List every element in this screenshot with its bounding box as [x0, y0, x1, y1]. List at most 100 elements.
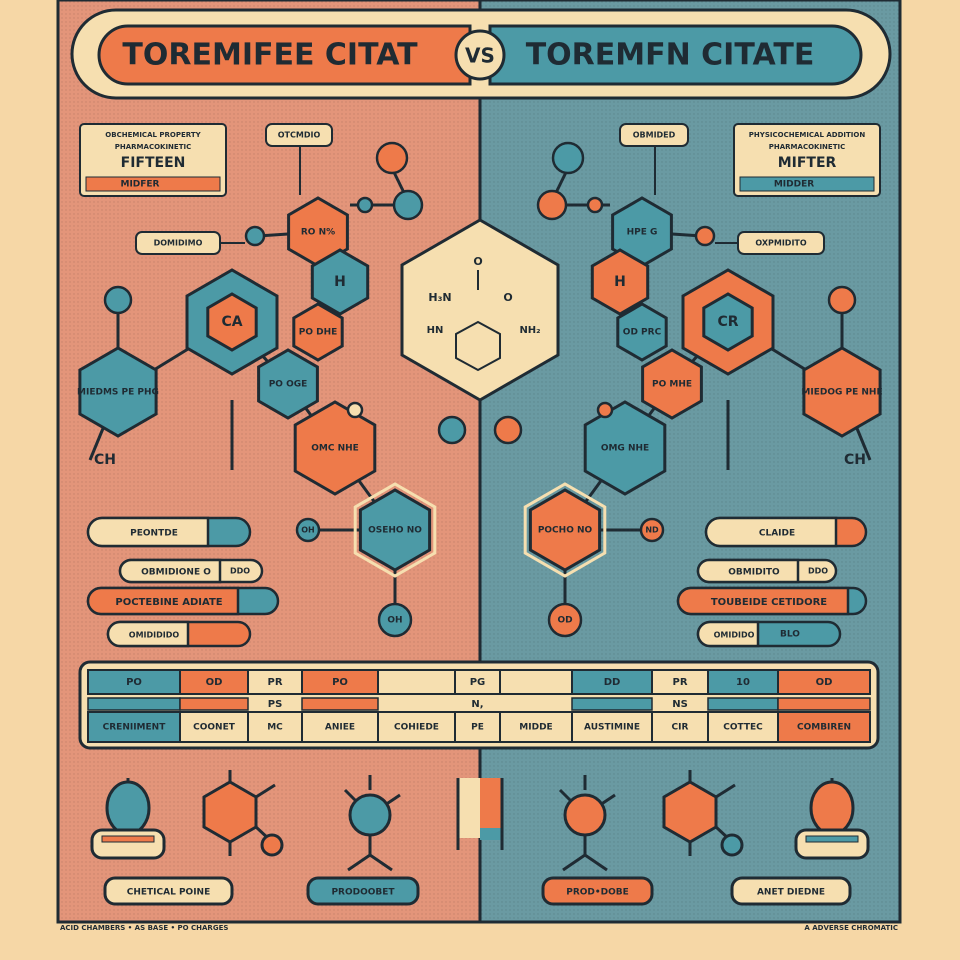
atom-label: OMG NHE — [601, 444, 649, 454]
table-top-cell: OD — [206, 677, 223, 688]
table-cell — [377, 669, 456, 695]
right-pill-2: OBMIDITO — [696, 558, 838, 584]
atom-label: H — [614, 274, 626, 290]
table-bottom-cell: COMBIREN — [797, 723, 851, 733]
bottom-label-text: ANET DIEDNE — [757, 888, 825, 898]
left-pill-2-label: OBMIDIONE O — [141, 568, 211, 578]
bottom-label-text: PRODOOBET — [331, 888, 395, 898]
table-cell — [571, 669, 653, 695]
info-line: OBCHEMICAL PROPERTY — [105, 131, 201, 139]
left-atom — [346, 401, 364, 419]
left-ring-h: OSEHO NO — [353, 482, 437, 578]
left-pill-1: PEONTDE — [86, 516, 252, 548]
left-pill-2: OBMIDIONE O — [118, 558, 264, 584]
table-bottom-cell: PE — [471, 723, 484, 733]
table-cell — [247, 669, 303, 695]
atom-label: CA — [221, 314, 242, 330]
table-top-cell: PO — [332, 677, 348, 688]
table-top-cell: 10 — [736, 677, 750, 688]
right-ring-d: MIEDOG PE NHE — [801, 346, 883, 438]
right-info-box: PHYSICOCHEMICAL ADDITION PHARMACOKINETIC… — [733, 123, 881, 197]
atom-label: RO N% — [301, 228, 335, 238]
right-pill-1: CLAIDE — [704, 516, 868, 548]
table-cell — [777, 669, 871, 695]
table-cell — [651, 669, 709, 695]
right-pill-3: TOUBEIDE CETIDORE — [676, 586, 868, 616]
atom-label: O — [503, 291, 512, 304]
table-cell — [454, 669, 501, 695]
left-title: TOREMIFEE CITAT — [122, 38, 418, 73]
right-atom — [551, 141, 585, 175]
table-bottom-cell: CRENIIMENT — [103, 723, 167, 733]
right-atom — [536, 189, 568, 221]
right-ring-c: CR — [681, 268, 775, 376]
atom-label: CR — [717, 314, 738, 330]
table-mid-cell: PS — [268, 699, 283, 710]
atom-label: MIEDOG PE NHE — [801, 388, 882, 398]
vs-label: VS — [465, 44, 495, 68]
vs-badge — [454, 29, 506, 81]
right-atom — [639, 517, 665, 543]
right-pill-3-label: TOUBEIDE CETIDORE — [711, 597, 827, 608]
atom-label: BLO — [780, 630, 800, 640]
atom-label: DDO — [230, 567, 250, 576]
left-ring-b: H — [310, 248, 370, 316]
left-ring-e: PO DHE — [292, 302, 344, 362]
table-top-cell: PR — [267, 677, 282, 688]
table-top-cell: DD — [604, 677, 621, 688]
left-atom — [375, 141, 409, 175]
right-atom — [493, 415, 523, 445]
atom-label: PO MHE — [652, 380, 692, 390]
info-line: PHARMACOKINETIC — [769, 143, 845, 151]
atom-label: PO OGE — [269, 380, 308, 390]
table-cell — [301, 669, 379, 695]
footer-right: A ADVERSE CHROMATIC — [804, 924, 898, 932]
table-cell — [707, 711, 779, 743]
right-ring-f: PO MHE — [641, 348, 703, 420]
atom-label: NH₂ — [519, 325, 540, 336]
left-atom — [356, 196, 374, 214]
atom-label: OH — [387, 616, 402, 626]
atom-label: DDO — [808, 567, 828, 576]
atom-label: H₃N — [428, 291, 451, 304]
atom-label: ND — [645, 526, 659, 535]
left-atom — [103, 285, 133, 315]
table-bottom-cell: ANIEE — [325, 723, 355, 733]
left-pill-4-label: OMIDIDIDO — [129, 631, 180, 640]
atom-label: OD — [557, 616, 572, 626]
right-ring-h: POCHO NO — [523, 482, 607, 578]
info-title: MIFTER — [778, 155, 837, 171]
bottom-label-2: PRODOOBET — [306, 876, 420, 906]
right-atom — [827, 285, 857, 315]
table-bottom-cell: COHIEDE — [394, 723, 439, 733]
table-bottom-cell: COTTEC — [723, 723, 763, 733]
table-cell — [499, 711, 573, 743]
atom-label: CH — [94, 452, 116, 468]
left-atom — [377, 602, 413, 638]
right-atom — [586, 196, 604, 214]
right-ring-g: OMG NHE — [583, 400, 667, 496]
table-cell — [499, 669, 573, 695]
atom-label: HN — [427, 325, 444, 336]
table-bottom-cell: AUSTIMINE — [584, 723, 640, 733]
right-atom — [694, 225, 716, 247]
atom-label: POCHO NO — [538, 526, 593, 536]
bottom-label-3: PROD•DOBE — [541, 876, 654, 906]
atom-label: HPE G — [627, 228, 658, 238]
atom-label: O — [473, 255, 482, 268]
center-structure: O H₃N O HN NH₂ — [400, 218, 560, 402]
left-atom — [392, 189, 424, 221]
left-pill-3: POCTEBINE ADIATE — [86, 586, 280, 616]
info-line: PHYSICOCHEMICAL ADDITION — [749, 131, 866, 139]
table-bottom-cell: CIR — [672, 723, 689, 733]
table-cell — [651, 711, 709, 743]
left-ring-f: PO OGE — [257, 348, 319, 420]
atom-label: MIEDMS PE PHG — [77, 388, 159, 398]
left-ring-c: CA — [185, 268, 279, 376]
left-atom — [244, 225, 266, 247]
table-top-cell: PO — [126, 677, 142, 688]
right-pill-4-label: OMIDIDO — [714, 631, 755, 640]
info-line: PHARMACOKINETIC — [115, 143, 191, 151]
